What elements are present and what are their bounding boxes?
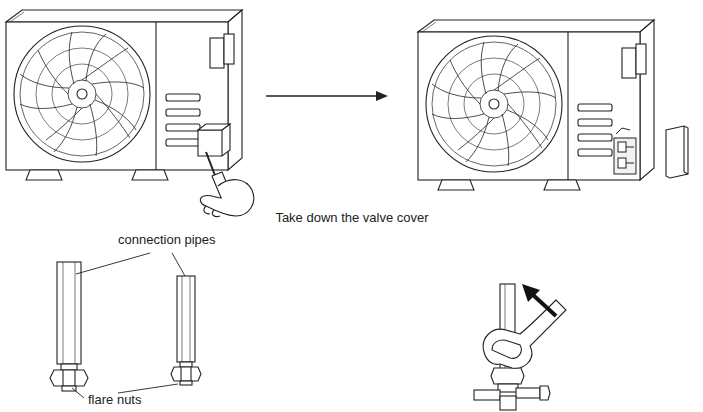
part-label: connection pipes <box>118 232 216 247</box>
part-label: flare nuts <box>88 392 141 407</box>
step-caption: Take down the valve cover <box>275 210 428 225</box>
